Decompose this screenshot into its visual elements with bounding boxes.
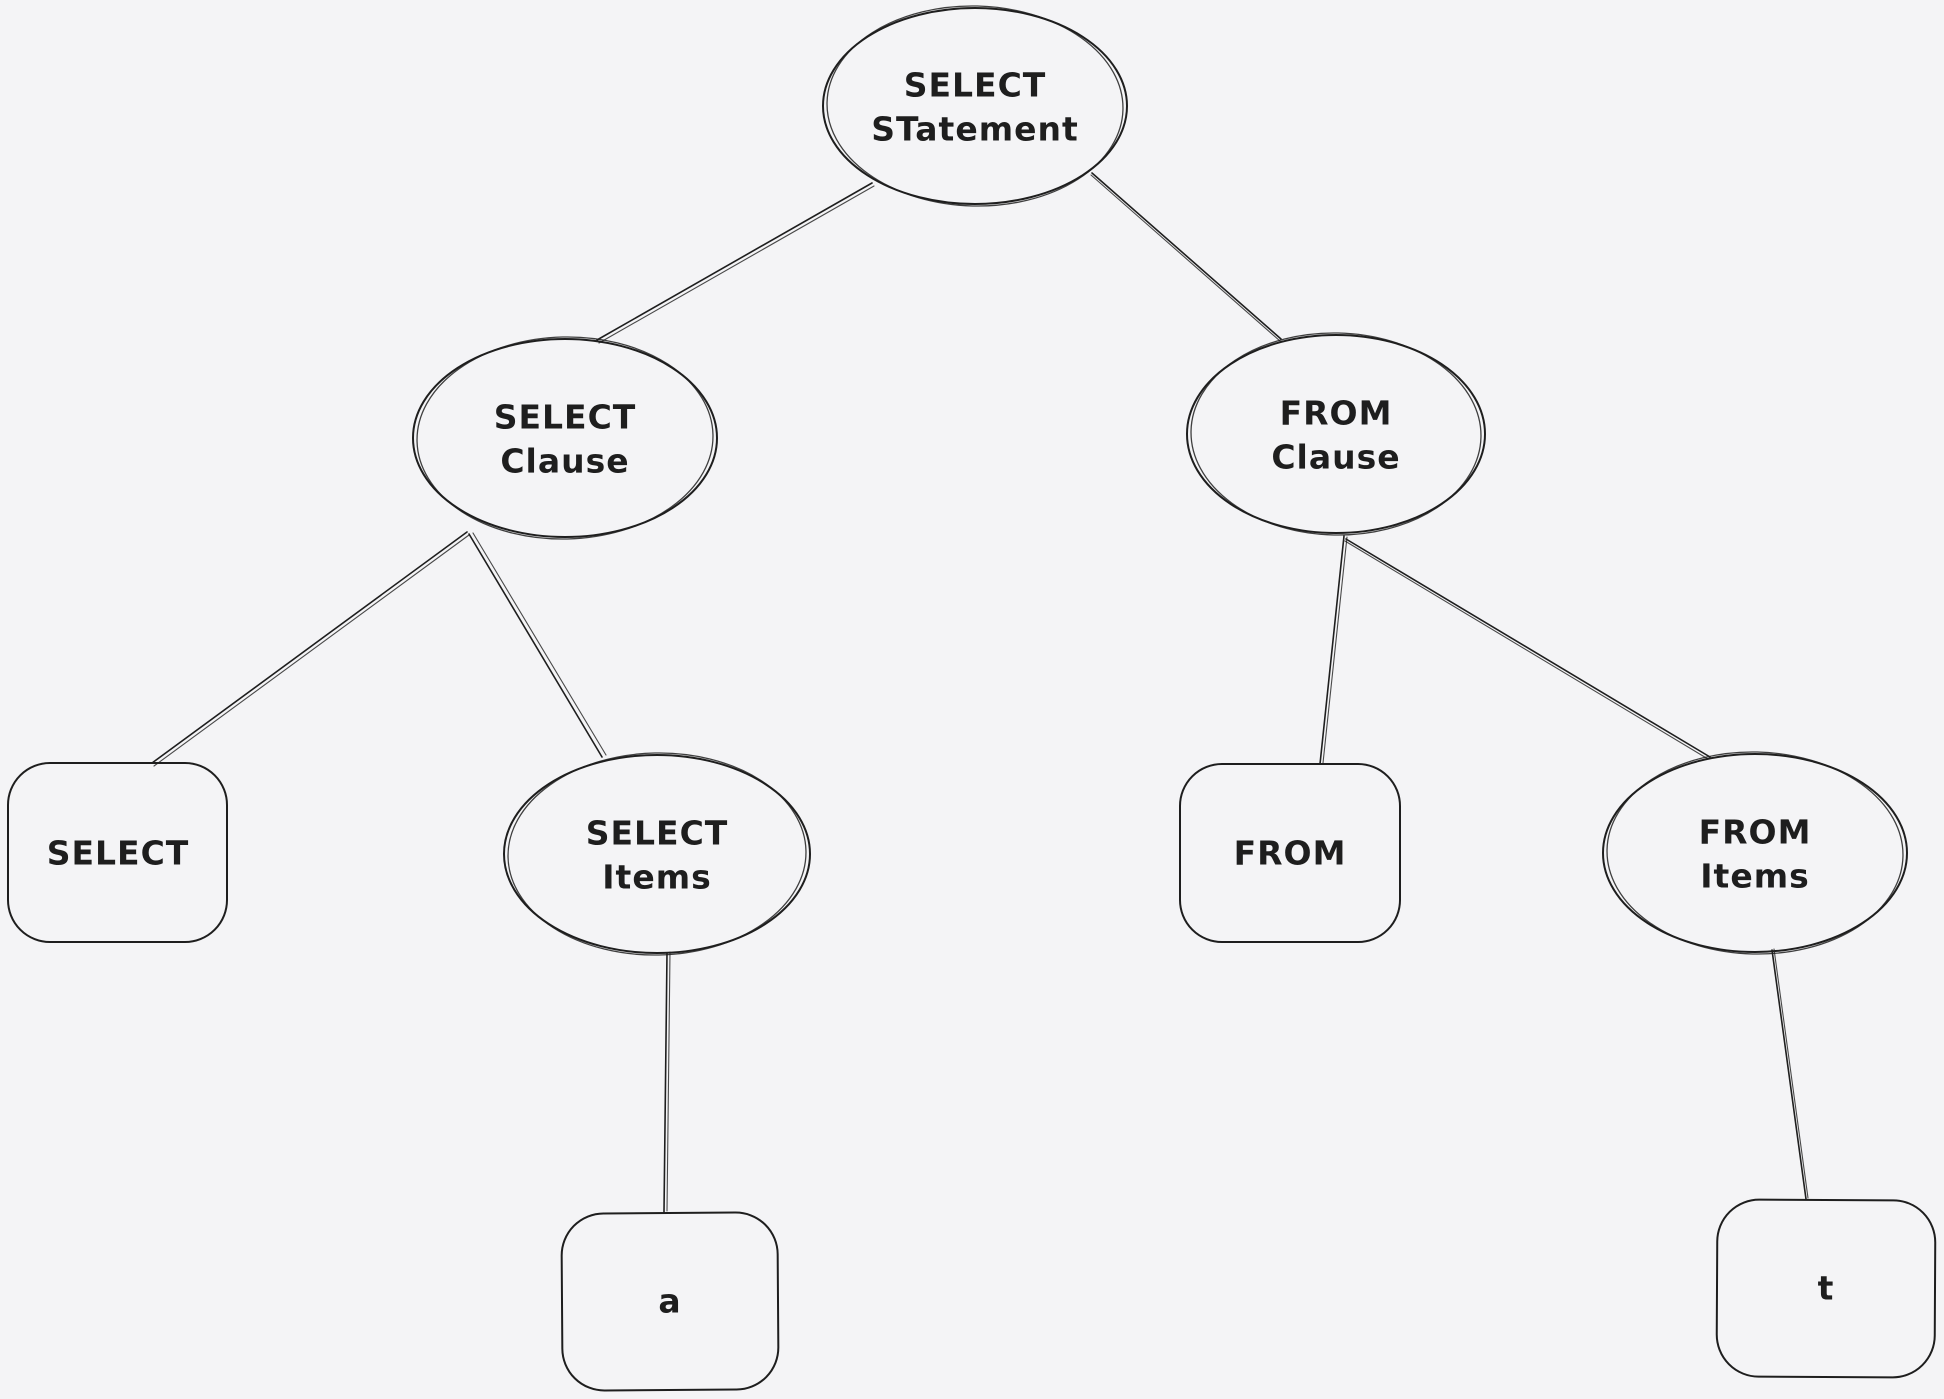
- edge-from-clause-to-from-items-sketch: [1344, 540, 1709, 760]
- from-items-ellipse: [1602, 753, 1908, 953]
- from-items-label-line2: Items: [1700, 857, 1809, 896]
- table-t-rect: [1715, 1198, 1937, 1379]
- node-select-keyword: SELECT: [7, 762, 228, 943]
- from-clause-ellipse: [1186, 334, 1486, 534]
- edge-select-statement-to-select-clause-sketch: [598, 185, 875, 344]
- from-keyword-rect: [1179, 763, 1401, 943]
- node-from-clause: FROM Clause: [1186, 332, 1486, 536]
- select-clause-ellipse-sketch: [416, 336, 714, 540]
- select-statement-ellipse: [822, 7, 1128, 205]
- select-clause-label-line1: SELECT: [494, 398, 637, 437]
- edge-select-items-to-a: [663, 952, 668, 1213]
- table-t-label: t: [1818, 1269, 1835, 1308]
- select-statement-label-line2: STatement: [871, 110, 1078, 149]
- edges: [151, 172, 1809, 1213]
- select-keyword-label: SELECT: [47, 834, 190, 873]
- edge-select-clause-to-select-keyword: [151, 531, 468, 764]
- select-items-ellipse-sketch: [507, 752, 807, 956]
- column-a-rect: [560, 1211, 780, 1392]
- edge-from-clause-to-from-items: [1345, 538, 1711, 758]
- edge-from-clause-to-from-keyword: [1319, 535, 1345, 765]
- edge-from-clause-to-from-keyword-sketch: [1322, 536, 1348, 764]
- select-statement-ellipse-sketch: [826, 5, 1124, 207]
- column-a-label: a: [658, 1282, 681, 1321]
- node-from-keyword: FROM: [1179, 763, 1401, 943]
- from-items-label-line1: FROM: [1699, 813, 1812, 852]
- node-select-clause: SELECT Clause: [412, 336, 718, 540]
- select-items-ellipse: [503, 754, 811, 954]
- edge-from-items-to-t: [1771, 949, 1807, 1200]
- select-clause-ellipse: [412, 338, 718, 538]
- edge-select-statement-to-from-clause-sketch: [1090, 174, 1281, 342]
- node-select-items: SELECT Items: [503, 752, 811, 956]
- select-statement-label-line1: SELECT: [904, 66, 1047, 105]
- select-items-label-line1: SELECT: [586, 814, 729, 853]
- edge-select-clause-to-select-items: [468, 533, 603, 758]
- from-clause-label-line1: FROM: [1280, 394, 1393, 433]
- select-items-label-line2: Items: [602, 858, 711, 897]
- select-clause-label-line2: Clause: [500, 442, 629, 481]
- from-keyword-label: FROM: [1234, 834, 1347, 873]
- from-items-ellipse-sketch: [1606, 751, 1904, 955]
- node-select-statement: SELECT STatement: [822, 5, 1128, 207]
- from-clause-label-line2: Clause: [1271, 438, 1400, 477]
- node-table-t: t: [1715, 1198, 1937, 1379]
- edge-select-clause-to-select-keyword-sketch: [153, 534, 470, 767]
- edge-select-clause-to-select-items-sketch: [472, 532, 607, 756]
- node-from-items: FROM Items: [1602, 751, 1908, 955]
- edge-from-items-to-t-sketch: [1773, 948, 1809, 1199]
- from-clause-ellipse-sketch: [1190, 332, 1482, 536]
- edge-select-statement-to-select-clause: [596, 182, 873, 341]
- node-column-a: a: [560, 1211, 780, 1392]
- select-keyword-rect: [7, 762, 228, 943]
- edge-select-items-to-a-sketch: [666, 951, 671, 1212]
- edge-select-statement-to-from-clause: [1091, 172, 1282, 340]
